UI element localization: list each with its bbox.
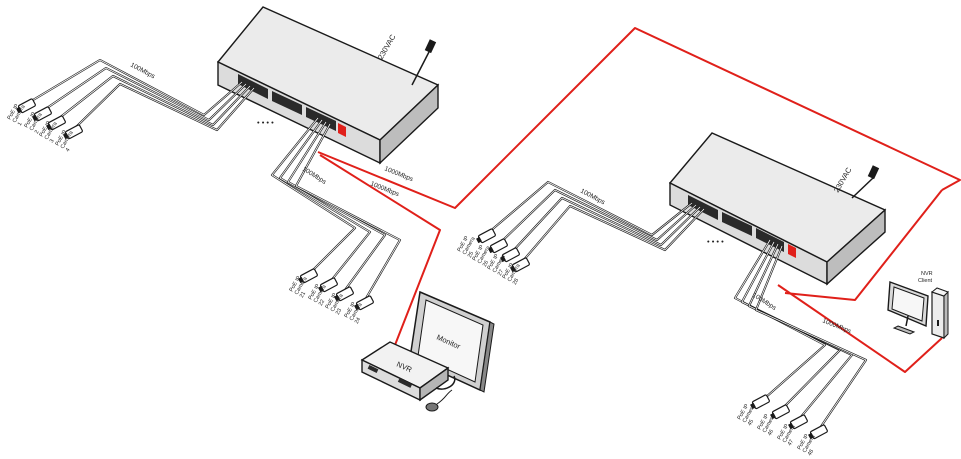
switch2-dots: • • • • bbox=[707, 237, 724, 246]
camera-number: 48 bbox=[807, 449, 815, 457]
camera-number: 1 bbox=[17, 121, 24, 127]
nvr-client-label-line1: NVR bbox=[921, 271, 933, 277]
camera-number: 26 bbox=[482, 260, 490, 268]
poe-switch-1: 230VAC • • • • bbox=[216, 6, 440, 165]
camera-icon bbox=[770, 404, 790, 420]
camera-icon bbox=[334, 286, 354, 302]
camera-number: 4 bbox=[65, 147, 72, 153]
camera-icon bbox=[750, 394, 770, 410]
camera-icon bbox=[32, 106, 52, 122]
camera-number: 23 bbox=[335, 308, 343, 316]
camera-group-21-24: PoE IP Camera 21 PoE IP Camera 22 PoE IP… bbox=[289, 268, 374, 325]
camera-number: 47 bbox=[787, 439, 795, 447]
nvr-line-switch1 bbox=[319, 154, 441, 346]
switch2-camera-cables-left: 100Mbps bbox=[487, 180, 705, 263]
camera-number: 28 bbox=[512, 278, 520, 286]
camera-icon bbox=[488, 238, 508, 254]
switch2-power-label: 230VAC bbox=[832, 165, 854, 194]
camera-icon bbox=[46, 115, 66, 131]
switch1-camera-cables-bottom: 100Mbps bbox=[270, 117, 402, 301]
switch1-dots: • • • • bbox=[257, 118, 274, 127]
camera-number: 27 bbox=[497, 269, 505, 277]
camera-number: 25 bbox=[467, 251, 475, 259]
trunk-line-switch1-to-switch2 bbox=[317, 27, 961, 209]
camera-number: 24 bbox=[354, 317, 362, 325]
camera-number: 45 bbox=[747, 419, 755, 427]
camera-icon bbox=[808, 424, 828, 440]
camera-group-25-28: PoE IP Camera 25 PoE IP Camera 26 PoE IP… bbox=[457, 228, 530, 286]
camera-number: 46 bbox=[767, 429, 775, 437]
client-line-switch2 bbox=[777, 284, 943, 373]
camera-icon bbox=[318, 277, 338, 293]
nvr-recorder: NVR bbox=[360, 341, 456, 412]
mouse-icon bbox=[425, 402, 439, 412]
camera-icon bbox=[788, 414, 808, 430]
camera-icon bbox=[500, 247, 520, 263]
camera-icon bbox=[476, 228, 496, 244]
camera-number: 21 bbox=[299, 291, 307, 299]
switch1-lower-speed-label: 100Mbps bbox=[301, 166, 328, 187]
camera-group-1-4: PoE IP Camera 1 PoE IP Camera 2 PoE IP C… bbox=[7, 98, 83, 153]
camera-icon bbox=[63, 124, 83, 140]
camera-icon bbox=[510, 257, 530, 273]
switch1-power-label: 230VAC bbox=[376, 32, 398, 61]
camera-icon bbox=[16, 98, 36, 114]
gigabit-links bbox=[317, 27, 961, 373]
switch2-camera-cables-bottom: 100Mbps bbox=[733, 239, 868, 429]
camera-icon bbox=[298, 268, 318, 284]
nvr-client-pc: NVR Client bbox=[887, 271, 949, 340]
client-speed-label: 1000Mbps bbox=[821, 317, 852, 335]
trunk-line-switch2-upper bbox=[784, 189, 943, 301]
camera-group-45-48: PoE IP Camera 45 PoE IP Camera 46 PoE IP… bbox=[737, 394, 828, 457]
camera-icon bbox=[354, 295, 374, 311]
camera-number: 22 bbox=[318, 299, 326, 307]
nvr-client-label-line2: Client bbox=[918, 278, 933, 284]
poe-switch-2: 230VAC • • • • bbox=[668, 132, 887, 286]
camera-number: 2 bbox=[34, 129, 41, 135]
camera-number: 3 bbox=[49, 138, 56, 144]
